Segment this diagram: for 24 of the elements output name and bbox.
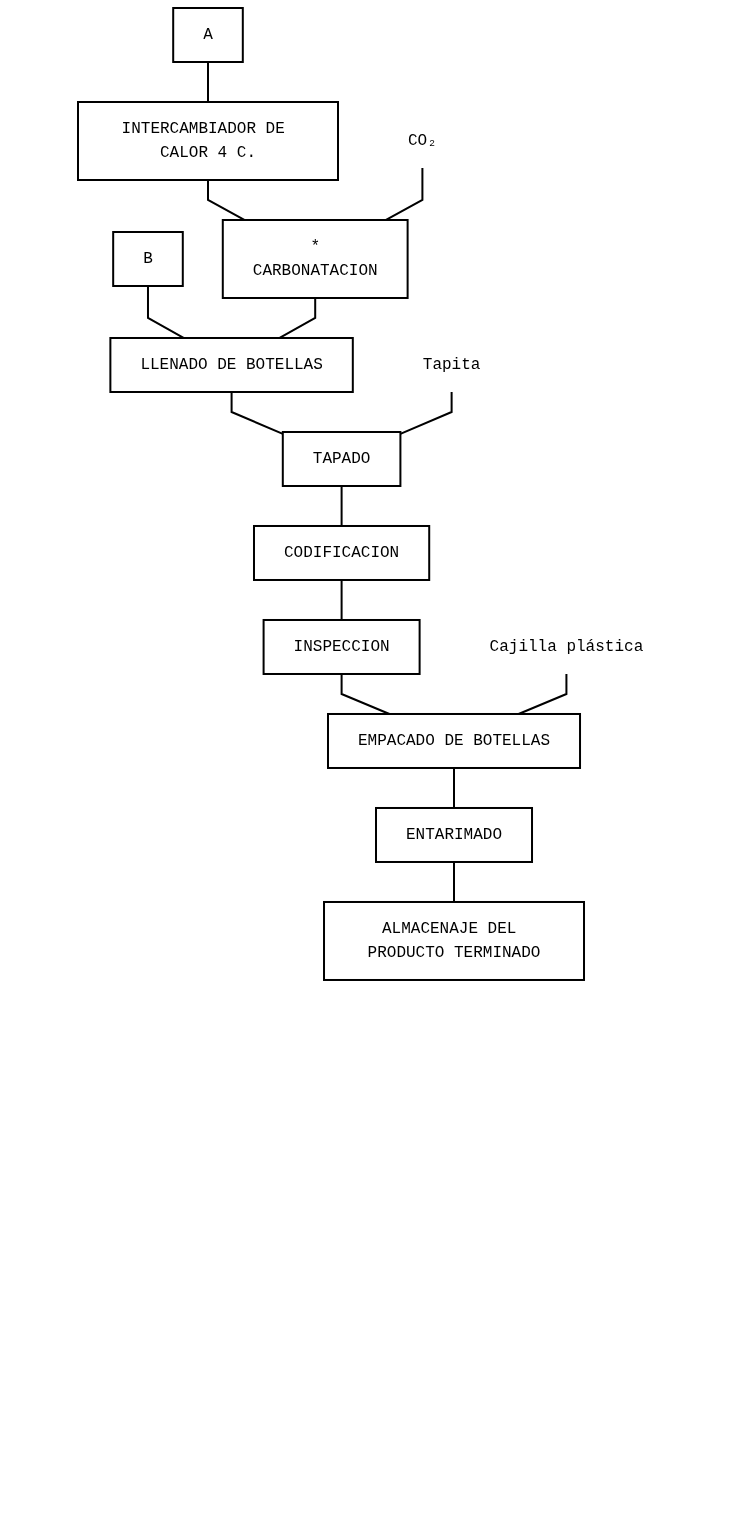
node-text: Cajilla plástica xyxy=(489,637,644,656)
connector xyxy=(340,673,391,715)
connector xyxy=(399,391,453,435)
connector xyxy=(452,861,455,903)
node-box: INTERCAMBIADOR DE CALOR 4 C. xyxy=(76,101,339,181)
connector xyxy=(278,297,317,339)
node-text: Tapita xyxy=(422,355,481,374)
connector xyxy=(340,485,343,527)
node-box: EMPACADO DE BOTELLAS xyxy=(326,713,581,769)
connector xyxy=(452,767,455,809)
node-box: TAPADO xyxy=(281,431,402,487)
connector xyxy=(206,179,246,221)
node-box: LLENADO DE BOTELLAS xyxy=(109,337,354,393)
connector xyxy=(517,673,568,715)
node-box: CODIFICACION xyxy=(252,525,431,581)
node-box: * CARBONATACION xyxy=(221,219,409,299)
connector xyxy=(206,61,209,103)
connector xyxy=(340,579,343,621)
node-box: A xyxy=(172,7,244,63)
node-box: ENTARIMADO xyxy=(374,807,533,863)
node-box: ALMACENAJE DEL PRODUCTO TERMINADO xyxy=(322,901,585,981)
node-text: CO₂ xyxy=(407,132,437,150)
node-box: INSPECCION xyxy=(262,619,421,675)
node-box: B xyxy=(112,231,184,287)
